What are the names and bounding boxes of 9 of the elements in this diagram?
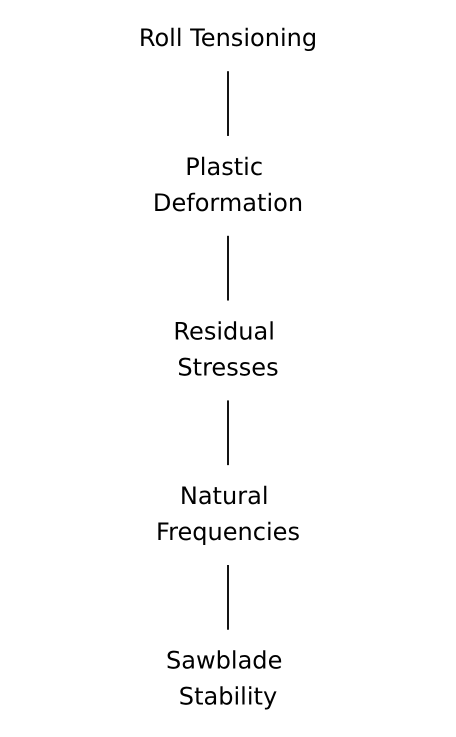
connector [227,71,229,136]
node-text: Plastic Deformation [152,154,304,218]
node-text: Residual Stresses [173,318,279,382]
node-text: Roll Tensioning [138,24,318,53]
connector [227,400,229,466]
node-text: Natural Frequencies [156,482,300,547]
connector [227,236,229,301]
node-text: Sawblade Stability [166,647,282,712]
connector [227,565,229,630]
